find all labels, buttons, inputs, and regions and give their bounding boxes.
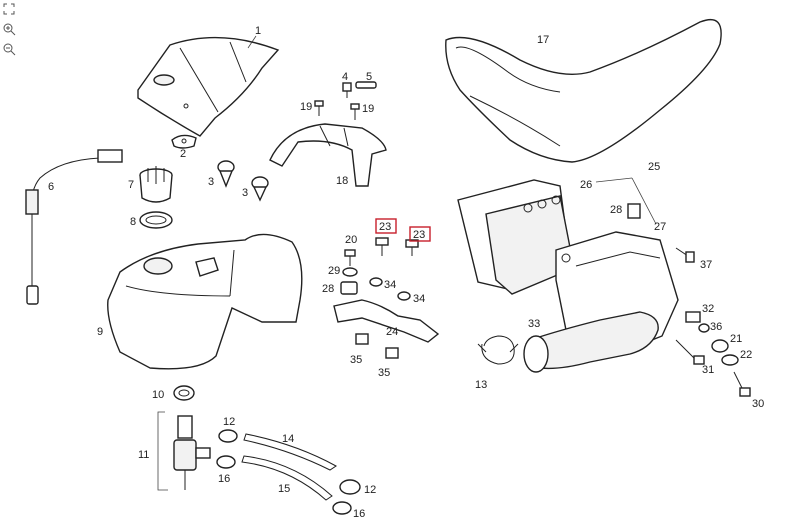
part-intake-hose (523, 311, 659, 373)
part-hose-15 (241, 455, 333, 501)
callout-13: 13 (475, 379, 487, 391)
callout-20: 20 (345, 234, 357, 246)
callout-15: 15 (278, 483, 290, 495)
part-hose-clamp-10 (173, 385, 195, 401)
callout-21: 21 (730, 333, 742, 345)
callout-5: 5 (366, 71, 372, 83)
callout-23b[interactable]: 23 (413, 229, 425, 241)
part-bolt-31 (675, 339, 705, 365)
callout-17: 17 (537, 34, 549, 46)
callout-23a-highlight[interactable] (375, 218, 397, 234)
part-grommet-21 (711, 339, 729, 353)
part-rubber-pad-a (217, 160, 235, 188)
part-clamp-16a (216, 455, 236, 469)
part-clamp-16b (332, 501, 352, 515)
part-bolt-23a (375, 237, 389, 256)
part-clip-35a (355, 333, 369, 345)
callout-19b: 19 (362, 103, 374, 115)
part-bracket (269, 123, 387, 187)
part-bolt-23b (405, 239, 419, 256)
callout-12b: 12 (364, 484, 376, 496)
callout-23a[interactable]: 23 (379, 221, 391, 233)
part-nut-32 (685, 311, 701, 323)
callout-25: 25 (648, 161, 660, 173)
callout-2: 2 (180, 148, 186, 160)
part-rubber-pad-b (251, 176, 269, 202)
callout-29: 29 (328, 265, 340, 277)
part-bolt-30 (733, 371, 751, 397)
callout-8: 8 (130, 216, 136, 228)
callout-32: 32 (702, 303, 714, 315)
callout-28a: 28 (322, 283, 334, 295)
callout-34a: 34 (384, 279, 396, 291)
fit-icon[interactable] (2, 2, 16, 16)
viewer-toolbar (0, 0, 18, 60)
part-seat (445, 18, 722, 163)
part-fuel-level-sensor (25, 149, 123, 305)
part-screw-19b (350, 103, 360, 120)
part-bolt-5 (355, 81, 377, 89)
callout-9: 9 (97, 326, 103, 338)
callout-18: 18 (336, 175, 348, 187)
callout-30: 30 (752, 398, 764, 410)
callout-23b-highlight[interactable] (409, 226, 431, 242)
part-tank-cover (137, 36, 280, 137)
callout-4: 4 (342, 71, 348, 83)
callout-24: 24 (386, 326, 398, 338)
part-clamp-12a (218, 429, 238, 443)
callout-14: 14 (282, 433, 294, 445)
callout-33: 33 (528, 318, 540, 330)
part-screw-20 (344, 249, 356, 266)
callout-16a: 16 (218, 473, 230, 485)
callout-1: 1 (255, 25, 261, 37)
part-cross-bracket (333, 299, 440, 343)
part-bolt-4 (342, 82, 352, 98)
part-screw-19a (314, 100, 324, 116)
callout-31: 31 (702, 364, 714, 376)
part-washer-29 (342, 267, 358, 277)
part-clip-28b (627, 203, 641, 219)
callout-26: 26 (580, 179, 592, 191)
part-screw-37 (675, 247, 695, 263)
part-washer-34b (397, 291, 411, 301)
part-clamp-12b (339, 479, 361, 495)
part-spring-clip (477, 335, 519, 365)
callout-10: 10 (152, 389, 164, 401)
callout-11: 11 (138, 449, 149, 461)
callout-35a: 35 (350, 354, 362, 366)
part-washer-22 (721, 354, 739, 366)
zoom-in-icon[interactable] (2, 22, 16, 36)
part-fuel-tank (107, 233, 303, 370)
callout-34b: 34 (413, 293, 425, 305)
part-nut-28 (340, 281, 358, 295)
callout-35b: 35 (378, 367, 390, 379)
callout-7: 7 (128, 179, 134, 191)
part-o-ring (139, 211, 173, 229)
part-hose-14 (243, 433, 337, 471)
callout-3b: 3 (242, 187, 248, 199)
part-washer-36 (698, 323, 710, 333)
part-fuel-tap (157, 411, 211, 491)
callout-27: 27 (654, 221, 666, 233)
part-washer-34a (369, 277, 383, 287)
callout-6: 6 (48, 181, 54, 193)
part-fuel-filler (139, 166, 173, 203)
callout-12a: 12 (223, 416, 235, 428)
callout-16b: 16 (353, 508, 365, 520)
callout-28b: 28 (610, 204, 622, 216)
callout-22: 22 (740, 349, 752, 361)
callout-3a: 3 (208, 176, 214, 188)
callout-37: 37 (700, 259, 712, 271)
zoom-out-icon[interactable] (2, 42, 16, 56)
callout-19a: 19 (300, 101, 312, 113)
part-clip (171, 134, 197, 149)
callout-36: 36 (710, 321, 722, 333)
part-clip-35b (385, 347, 399, 359)
